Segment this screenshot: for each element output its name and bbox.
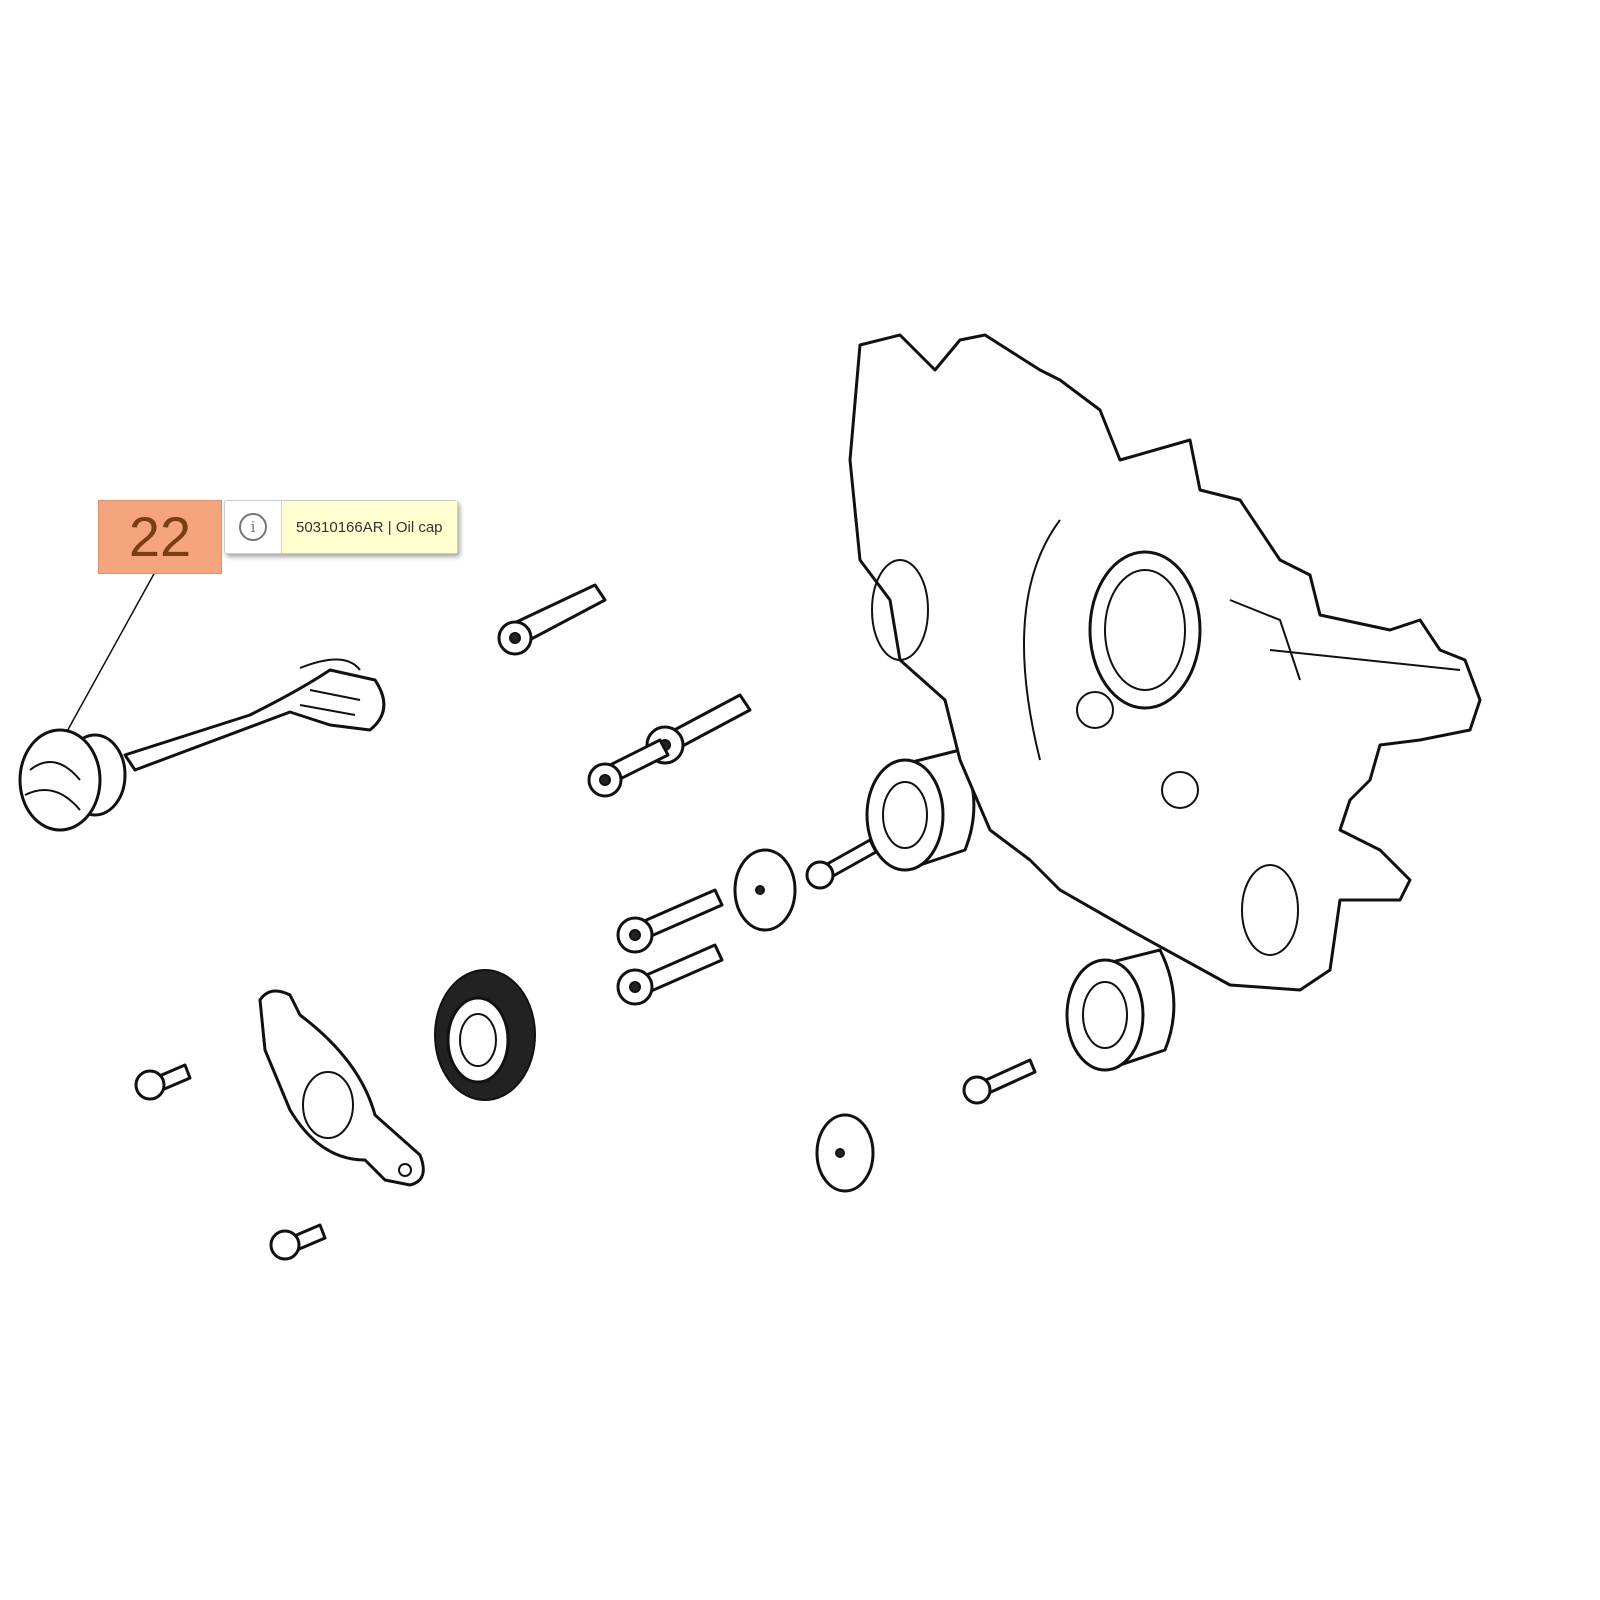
callout-leader-line bbox=[64, 571, 156, 736]
part-bearing[interactable] bbox=[1065, 948, 1176, 1072]
part-oil-cap[interactable] bbox=[18, 658, 386, 832]
info-icon: i bbox=[239, 513, 267, 541]
part-screw[interactable] bbox=[616, 888, 724, 954]
part-crankcase[interactable] bbox=[848, 333, 1482, 992]
part-screw[interactable] bbox=[134, 1063, 192, 1101]
part-gasket-plate[interactable] bbox=[258, 989, 425, 1187]
separator: | bbox=[383, 518, 396, 536]
part-screw[interactable] bbox=[616, 943, 724, 1006]
part-bearing[interactable] bbox=[865, 748, 976, 872]
part-number: 50310166AR bbox=[296, 518, 384, 536]
part-name: Oil cap bbox=[395, 518, 443, 536]
part-screw[interactable] bbox=[497, 583, 607, 656]
part-tooltip: i 50310166AR | Oil cap bbox=[224, 500, 458, 554]
part-plug[interactable] bbox=[815, 1113, 875, 1193]
part-screw[interactable] bbox=[587, 738, 670, 798]
info-button[interactable]: i bbox=[225, 501, 282, 553]
tooltip-text: 50310166AR | Oil cap bbox=[282, 501, 457, 553]
callout-number-badge[interactable]: 22 bbox=[98, 500, 222, 574]
part-screw[interactable] bbox=[962, 1058, 1037, 1105]
part-seal[interactable] bbox=[434, 969, 536, 1101]
part-plug[interactable] bbox=[733, 848, 797, 932]
part-screw[interactable] bbox=[805, 838, 878, 890]
part-screw[interactable] bbox=[269, 1223, 327, 1261]
